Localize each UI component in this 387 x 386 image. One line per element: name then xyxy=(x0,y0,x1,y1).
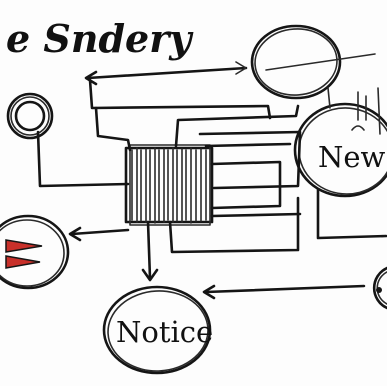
right-partial-node xyxy=(372,266,387,310)
notice-node-label: Notice xyxy=(116,315,213,349)
red-triangle-icon xyxy=(5,255,41,269)
red-triangle-icon xyxy=(5,239,43,253)
news-node: New xyxy=(293,91,387,198)
notice-node: Notice xyxy=(102,285,213,375)
diagram-title: e Sndery xyxy=(6,16,194,61)
connectors xyxy=(36,61,387,300)
top-circle-node xyxy=(250,24,376,100)
news-node-label: New xyxy=(318,140,386,174)
left-ring-node xyxy=(6,92,54,140)
left-oval-node xyxy=(0,214,70,290)
center-hatched-hub xyxy=(124,144,214,226)
